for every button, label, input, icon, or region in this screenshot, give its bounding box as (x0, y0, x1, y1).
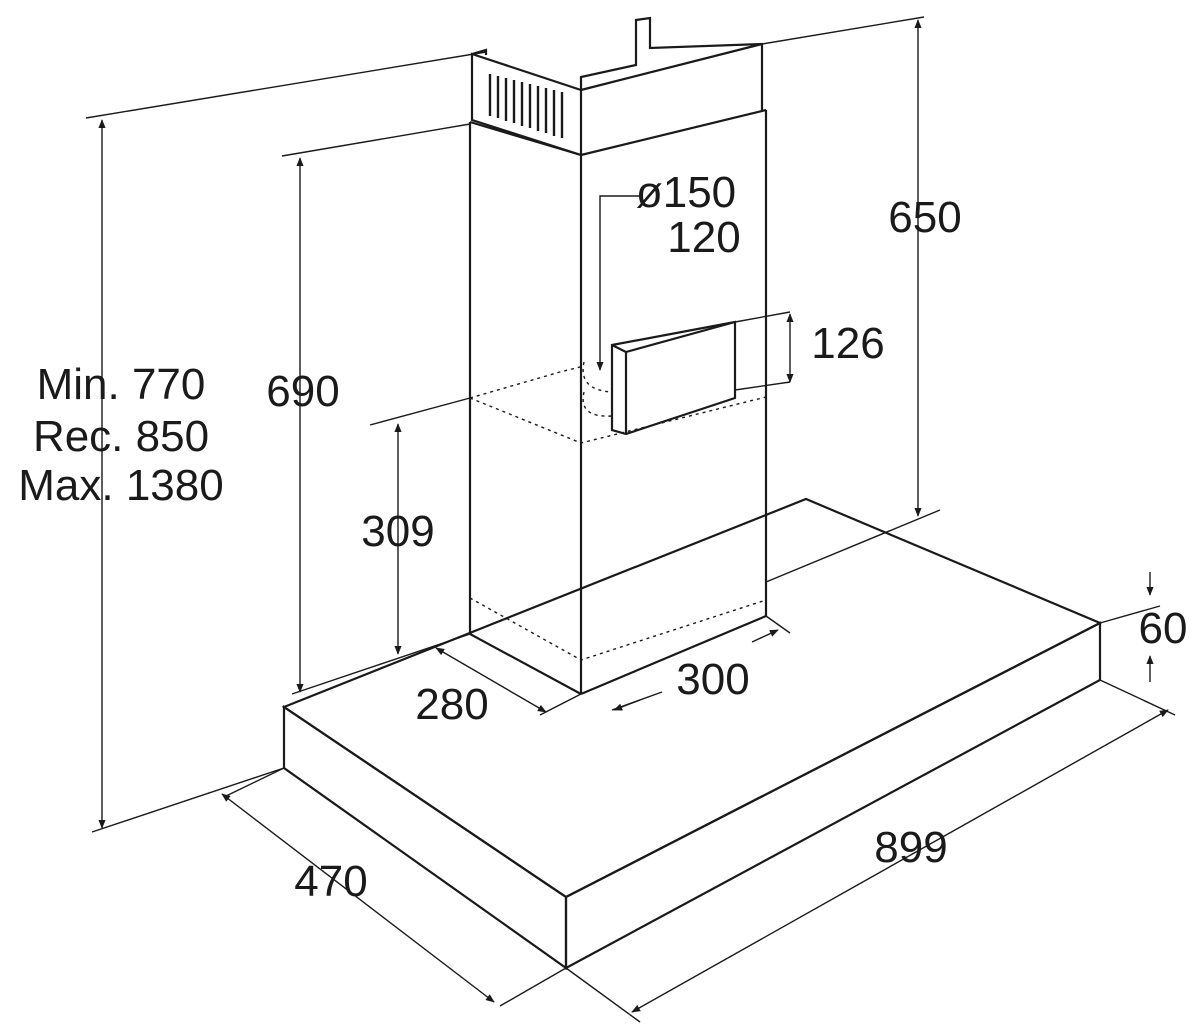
upper-height-label: 650 (888, 193, 961, 242)
chimney-height-label: 690 (266, 367, 339, 416)
height-max-label: Max. 1380 (18, 461, 223, 510)
extension-lines (85, 16, 1176, 1023)
duct-outline (469, 195, 767, 444)
height-min-label: Min. 770 (37, 360, 206, 409)
duct-diameter-label: ø150 (636, 168, 736, 217)
wall-bracket (610, 311, 791, 436)
dimension-arrows (98, 19, 1169, 1013)
canopy-thickness-label: 60 (1139, 604, 1188, 653)
canopy-depth-label: 470 (294, 857, 367, 906)
chimney-width-arrow-right (751, 629, 779, 643)
canopy-width-dim-line (631, 709, 1169, 1013)
dimension-labels: Min. 770 Rec. 850 Max. 1380 690 650 ø150… (18, 168, 1187, 906)
height-rec-label: Rec. 850 (33, 412, 209, 461)
grille-icon (488, 74, 564, 138)
chimney-width-arrow-left (613, 699, 641, 711)
chimney-width-label: 300 (676, 655, 749, 704)
lower-chimney (468, 108, 768, 696)
bracket-height-label: 126 (811, 319, 884, 368)
canopy-depth-dim-line (221, 793, 495, 1003)
canopy-front-face (282, 704, 568, 971)
duct-alt-diameter-label: 120 (667, 213, 740, 262)
chimney-depth-dim-line (435, 647, 547, 713)
chimney-depth-label: 280 (415, 680, 488, 729)
canopy (281, 497, 1103, 971)
canopy-right-face (564, 621, 1102, 970)
clearance-label: 309 (361, 507, 434, 556)
upper-chimney (470, 16, 764, 157)
canopy-width-label: 899 (874, 823, 947, 872)
